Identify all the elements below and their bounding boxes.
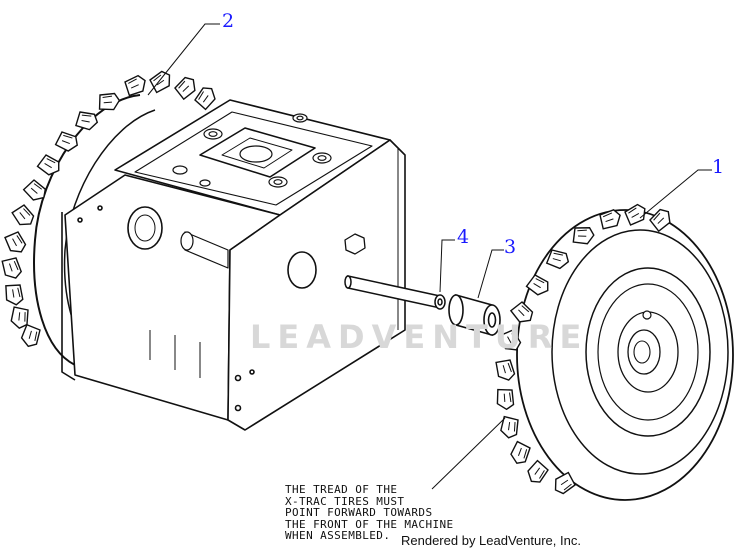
callout-3: 3	[504, 236, 517, 258]
leader-lines	[147, 23, 712, 490]
assembly-note: THE TREAD OF THE X-TRAC TIRES MUST POINT…	[285, 483, 454, 543]
axle-rod	[344, 275, 446, 310]
callout-1: 1	[712, 156, 725, 178]
frame-housing	[61, 99, 406, 431]
spacer-tube	[448, 293, 501, 337]
callout-4: 4	[457, 226, 470, 248]
callout-2: 2	[222, 10, 235, 32]
render-credit: Rendered by LeadVenture, Inc.	[401, 533, 581, 548]
right-wheel	[494, 202, 734, 501]
watermark: LEADVENTURE	[250, 318, 589, 356]
